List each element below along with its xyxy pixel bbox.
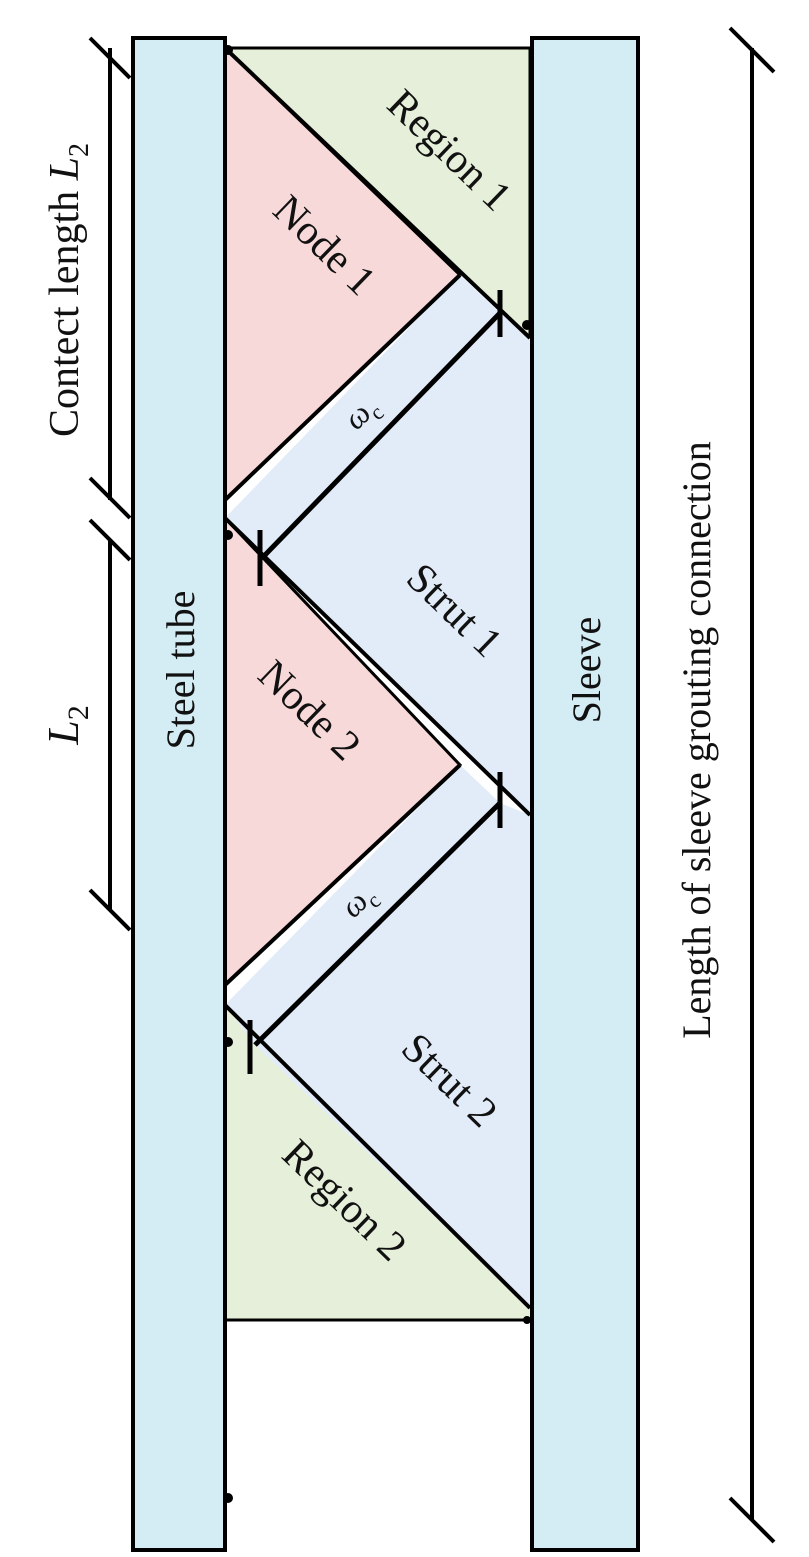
strut-1-band — [225, 275, 500, 555]
region-2 — [225, 1005, 530, 1320]
sleeve — [530, 36, 640, 1552]
total-length-label: Length of sleeve grouting connection — [674, 441, 719, 1039]
strut-1 — [265, 313, 530, 815]
contact-length-dimension — [88, 36, 132, 520]
strut-width-ticks — [247, 290, 503, 1074]
l2-dimension — [88, 518, 132, 932]
steel-tube-label: Steel tube — [158, 591, 203, 750]
total-length-dimension — [728, 26, 776, 1544]
strut-2 — [255, 803, 530, 1308]
sleeve-label: Sleeve — [564, 617, 609, 724]
l2-label: L2 — [39, 705, 95, 745]
contact-length-label: Contect length L2 — [42, 143, 95, 437]
steel-tube — [131, 36, 227, 1552]
strut-2-band — [225, 765, 500, 1045]
diagonals — [223, 46, 532, 1310]
